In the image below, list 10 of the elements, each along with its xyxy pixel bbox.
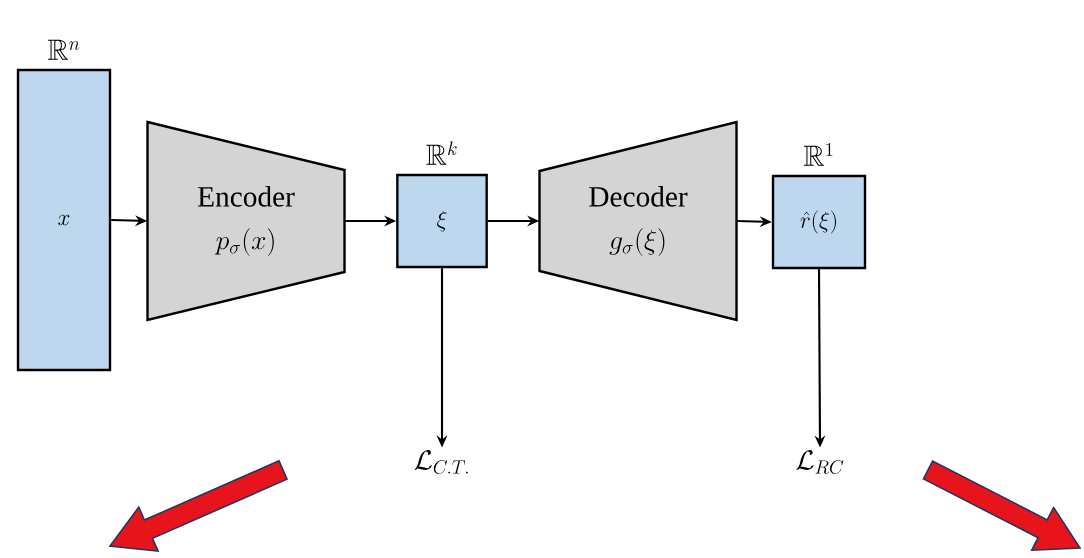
network-trapezoid: Decoder $g_\sigma(\xi)$ (538, 120, 738, 322)
loss-label: $\mathcal{L}_{RC}$ (796, 449, 844, 474)
network-trapezoid: Encoder $p_\sigma(x)$ (146, 120, 346, 322)
space-label: $\mathbb{R}^k$ (426, 141, 457, 165)
vector-box: $\hat{r}(\xi)$ (771, 174, 867, 270)
loss-label: $\mathcal{L}_{C.T.}$ (414, 449, 468, 474)
vector-box: $\xi$ (396, 173, 488, 269)
space-label: $\mathbb{R}^n$ (47, 39, 80, 60)
space-label: $\mathbb{R}^1$ (803, 143, 833, 166)
vector-box: $x$ (16, 68, 112, 372)
